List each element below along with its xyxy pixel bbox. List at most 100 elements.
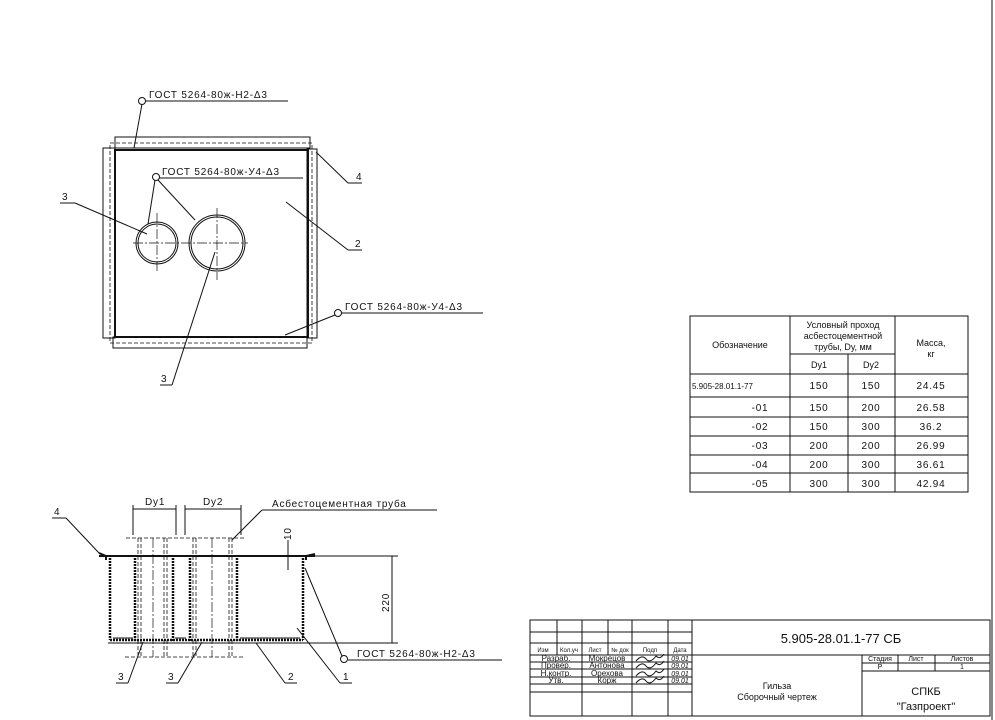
- signer-name: Орехова: [591, 669, 623, 678]
- title-line2: Сборочный чертеж: [737, 692, 817, 702]
- table-row: 5.905-28.01.1-77 150 150 24.45: [692, 381, 945, 392]
- table-row: -04 200 300 36.61: [752, 460, 945, 471]
- signer-date: 09.01: [671, 656, 689, 663]
- cell-dy1: 150: [809, 403, 828, 414]
- pipe-large-outer: [188, 214, 246, 272]
- flange-left: [102, 147, 116, 339]
- org-line1: СПКБ: [911, 686, 940, 698]
- pipe-large-inner: [190, 216, 244, 270]
- callout-2: 2: [288, 672, 294, 683]
- cell-dy1: 200: [809, 460, 828, 471]
- variants-table: Обозначение Условный проход асбестоцемен…: [689, 315, 969, 493]
- header-dy2: Dу2: [863, 360, 879, 370]
- header-dy-line2: асбестоцементной: [804, 331, 882, 341]
- weld-marker: [152, 173, 160, 181]
- sheets-value: 1: [960, 664, 964, 671]
- column-header: Дата: [673, 648, 687, 654]
- flange-bottom: [112, 336, 308, 349]
- plate-outline: [114, 149, 309, 338]
- pipe-small-inner: [137, 223, 177, 263]
- flange-top: [114, 136, 311, 149]
- callout-4: 4: [54, 507, 60, 518]
- callout-3-left: 3: [62, 192, 68, 203]
- signer-name: Корж: [598, 676, 618, 685]
- header-mass-line1: Масса,: [916, 338, 945, 348]
- header-dy-line3: трубы, Dу, мм: [814, 342, 872, 352]
- cell-mass: 24.45: [916, 381, 945, 392]
- dim-220: 220: [381, 593, 392, 612]
- column-header: Подп: [643, 648, 657, 654]
- header-designation: Обозначение: [712, 340, 768, 350]
- cell-mass: 26.58: [916, 403, 945, 414]
- org-line2: "Газпроект": [897, 701, 956, 713]
- signer-date: 09.01: [671, 678, 689, 685]
- table-row: -01 150 200 26.58: [752, 403, 945, 414]
- signer-role: Н.контр.: [541, 669, 572, 678]
- cell-dy2: 300: [861, 479, 880, 490]
- column-header: Кол.уч: [560, 648, 578, 654]
- cell-dy2: 200: [861, 441, 880, 452]
- callout-1: 1: [343, 672, 349, 683]
- cell-dy1: 150: [809, 381, 828, 392]
- signer-name: Мокрецов: [589, 654, 626, 663]
- signature: [635, 668, 665, 677]
- weld-note-section: ГОСТ 5264-80ж-Н2-Δ3: [357, 649, 476, 660]
- cell-designation: 5.905-28.01.1-77: [692, 382, 753, 391]
- cell-mass: 42.94: [916, 479, 945, 490]
- cell-designation: -02: [752, 422, 769, 433]
- top-view: ГОСТ 5264-80ж-Н2-Δ3 ГОСТ 5264-80ж-У4-Δ3 …: [60, 90, 483, 386]
- callout-3: 3: [118, 672, 124, 683]
- pipe-note: Асбестоцементная труба: [272, 498, 407, 510]
- stage-label: Стадия: [868, 656, 892, 663]
- callout-2: 2: [355, 239, 361, 250]
- callout-3-bottom: 3: [161, 374, 167, 385]
- cell-dy2: 200: [861, 403, 880, 414]
- cell-dy2: 150: [861, 381, 880, 392]
- cell-mass: 36.61: [916, 460, 945, 471]
- title-line1: Гильза: [763, 681, 791, 691]
- cell-dy1: 150: [809, 422, 828, 433]
- cell-dy1: 300: [809, 479, 828, 490]
- dim-10: 10: [283, 527, 294, 540]
- cell-dy2: 300: [861, 422, 880, 433]
- signer-role: Провер.: [541, 661, 571, 670]
- callout-3: 3: [168, 672, 174, 683]
- header-mass-line2: кг: [927, 349, 935, 359]
- column-header: Лист: [588, 648, 601, 654]
- weld-marker: [138, 97, 146, 105]
- signer-role: Разраб.: [542, 654, 571, 663]
- stage-value: Р: [878, 664, 883, 671]
- cell-designation: -04: [752, 460, 769, 471]
- signer-name: Антонова: [589, 661, 625, 670]
- weld-note-bottom: ГОСТ 5264-80ж-У4-Δ3: [345, 302, 463, 313]
- signer-role: Утв.: [548, 676, 563, 685]
- cell-mass: 36.2: [920, 422, 943, 433]
- callout-4: 4: [356, 172, 362, 183]
- signer-date: 09.01: [671, 663, 689, 670]
- sheet-label: Лист: [908, 656, 924, 663]
- signer-date: 09.01: [671, 671, 689, 678]
- signature: [635, 675, 665, 684]
- cell-designation: -05: [752, 479, 769, 490]
- weld-note-pipes: ГОСТ 5264-80ж-У4-Δ3: [162, 167, 280, 178]
- cell-dy1: 200: [809, 441, 828, 452]
- table-row: -02 150 300 36.2: [752, 422, 943, 433]
- signature: [635, 653, 665, 662]
- section-view: Dу1 Dу2 Асбестоцементная труба 10 220 ГО…: [52, 497, 502, 684]
- pipe-small-outer: [135, 221, 179, 265]
- cell-dy2: 300: [861, 460, 880, 471]
- weld-marker: [340, 655, 348, 663]
- table-row: -05 300 300 42.94: [752, 479, 945, 490]
- cell-designation: -01: [752, 403, 769, 414]
- column-header: № док: [611, 647, 629, 654]
- document-number: 5.905-28.01.1-77 СБ: [781, 631, 902, 646]
- header-dy1: Dу1: [811, 360, 827, 370]
- sheets-label: Листов: [951, 656, 974, 663]
- signature: [635, 660, 665, 669]
- dim-dy2: Dу2: [203, 497, 223, 508]
- cell-mass: 26.99: [916, 441, 945, 452]
- weld-marker: [334, 309, 342, 317]
